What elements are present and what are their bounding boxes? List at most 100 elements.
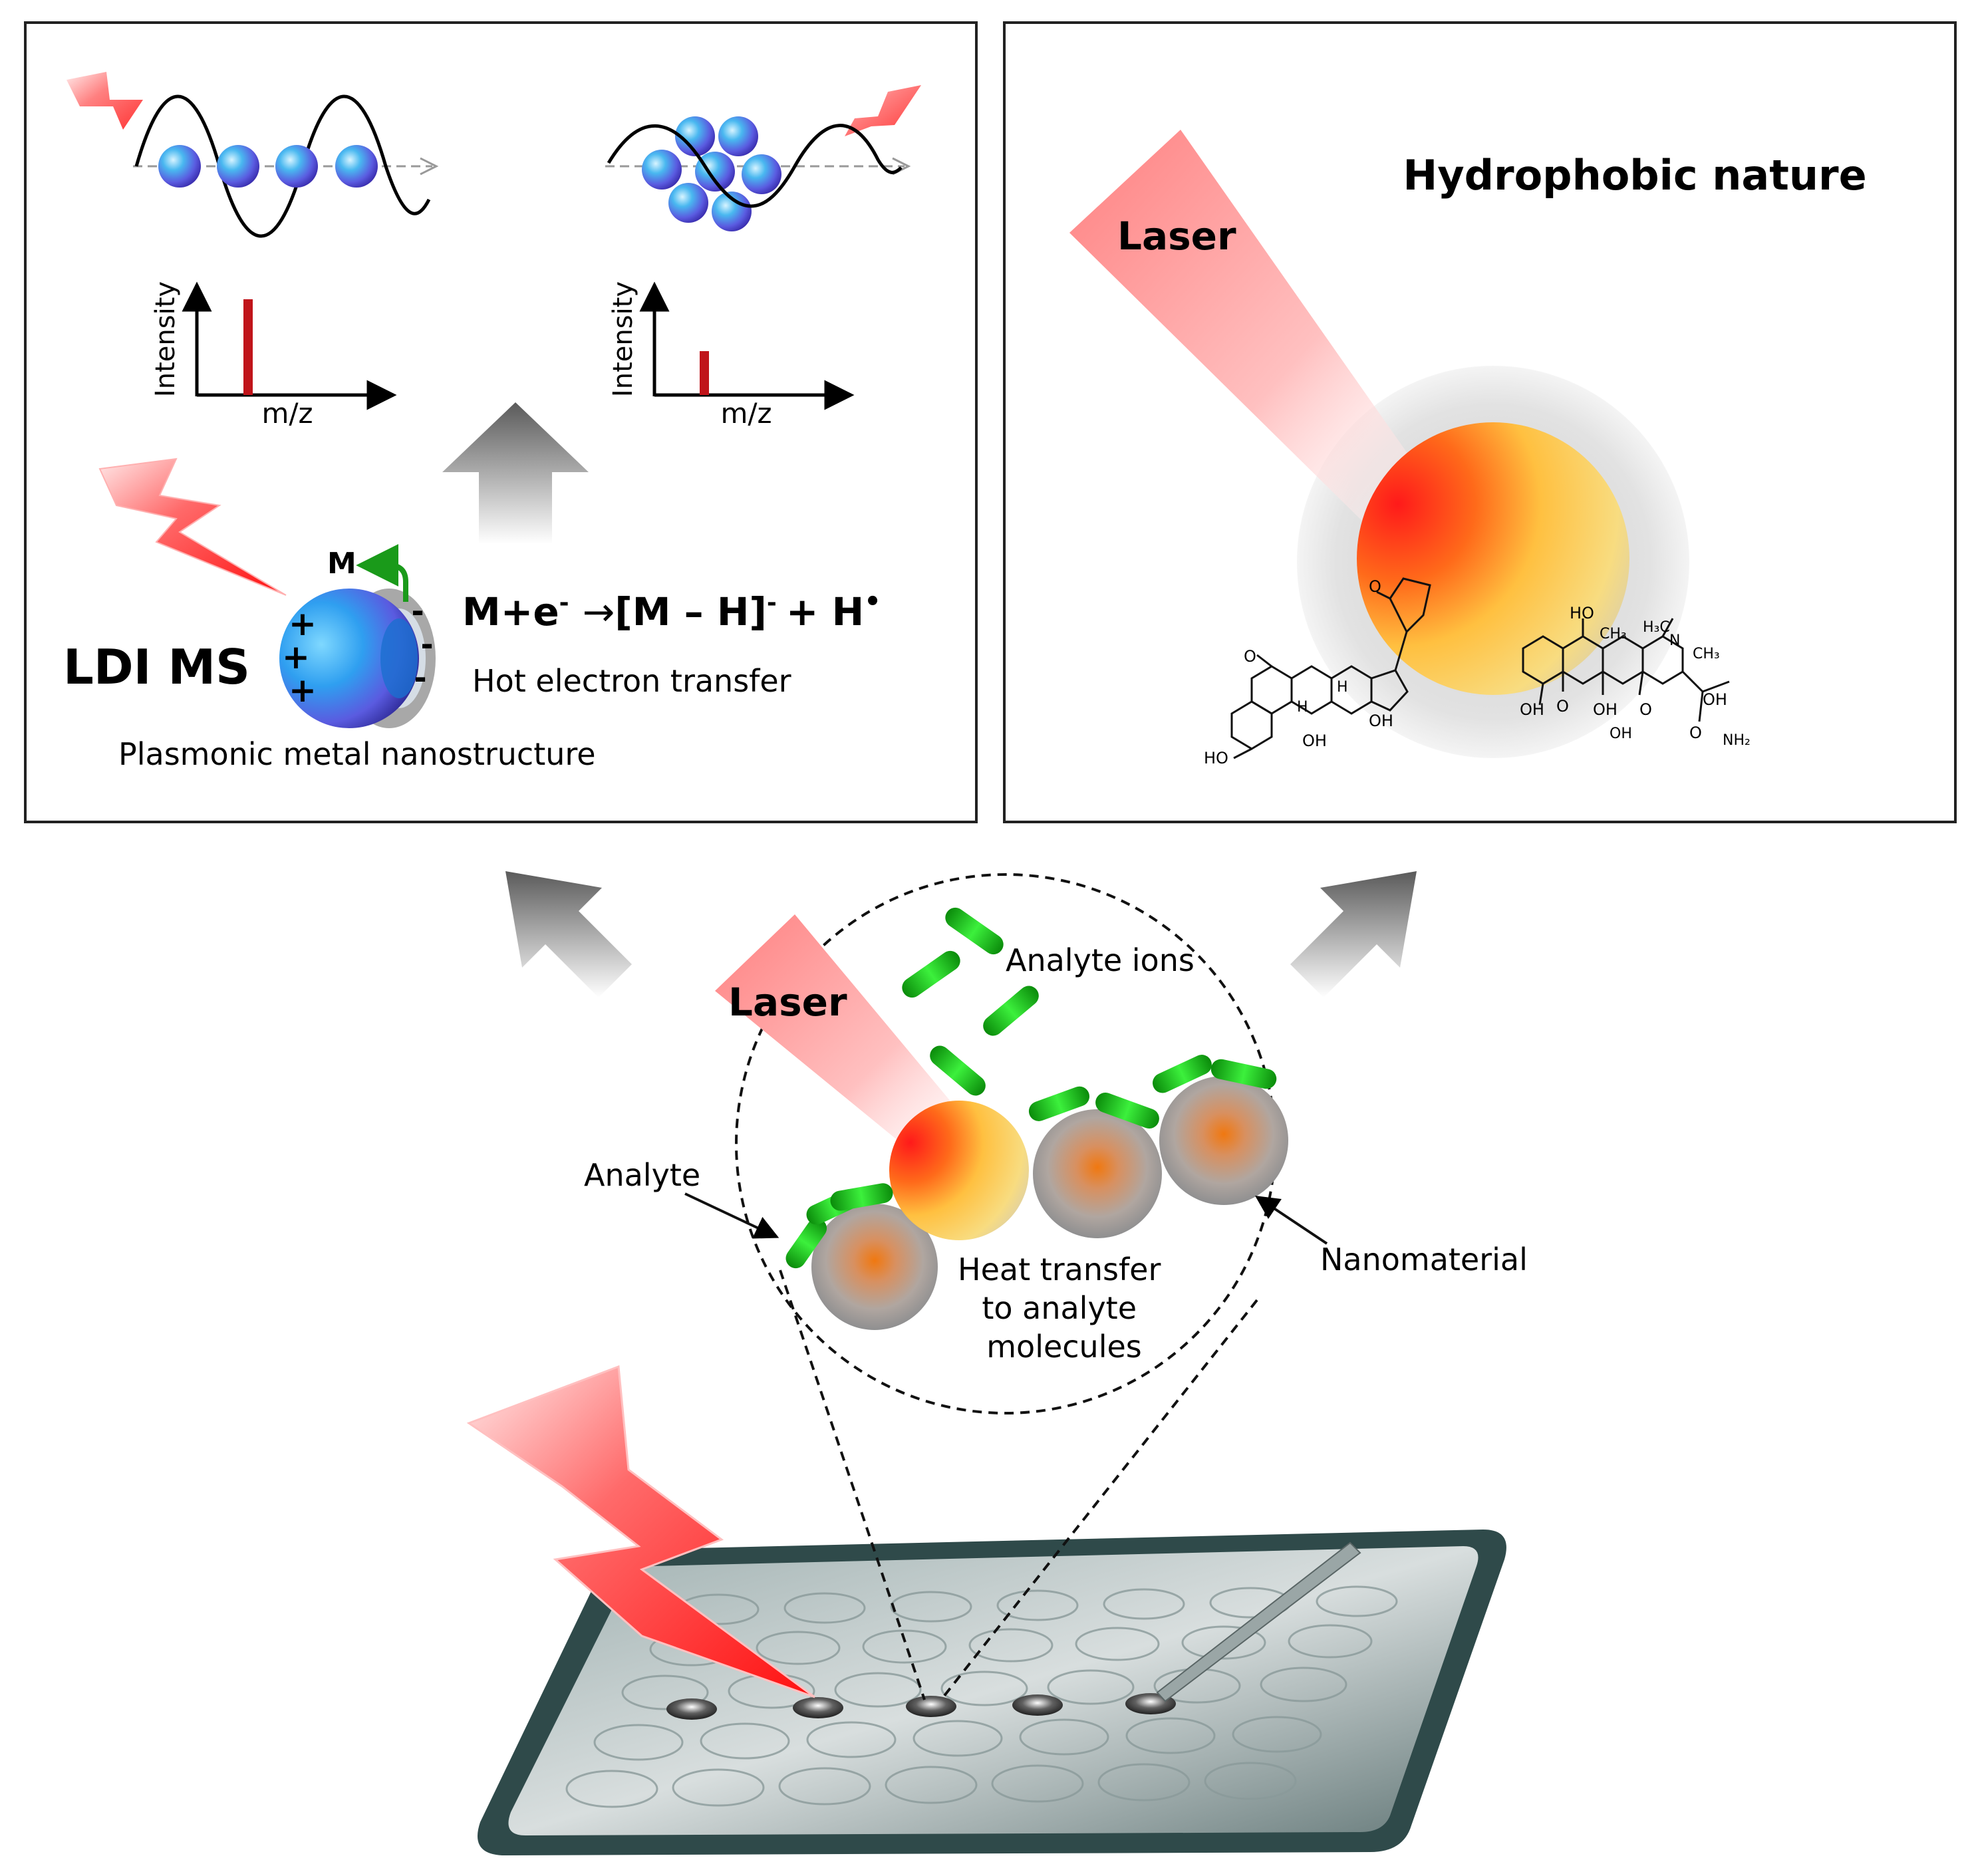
panel-title: Hydrophobic nature <box>1403 151 1866 200</box>
analyte-ion <box>983 986 1039 1036</box>
molecule-steroid <box>1230 577 1431 759</box>
technique-label: LDI MS <box>63 639 250 695</box>
negative-charge: - <box>420 626 433 662</box>
chem-label: OH <box>1593 700 1618 719</box>
chem-label: O <box>1556 697 1569 716</box>
spectrum-right: Intensity m/z <box>608 281 855 430</box>
heated-nanoparticle <box>1357 422 1629 695</box>
laser-label: Laser <box>1117 213 1236 259</box>
chem-label: HO <box>1570 604 1594 622</box>
analyte-ions-label: Analyte ions <box>1006 942 1195 978</box>
laser-beam <box>1069 130 1430 532</box>
nanoparticle <box>712 192 752 231</box>
bottom-scene: Analyte ions Laser Analyte Nanomaterial … <box>466 873 1528 1855</box>
analyte-label: Analyte <box>584 1157 700 1193</box>
left-panel: Intensity m/z Intensity m/z + + + - - - <box>24 21 978 823</box>
up-right-arrow-icon <box>1290 871 1417 998</box>
analyte-molecule <box>1210 1059 1277 1089</box>
positive-charge: + <box>289 604 317 643</box>
lightning-bolt-icon <box>466 1365 815 1698</box>
nanoparticle <box>275 145 318 188</box>
nanomaterial-particle <box>1033 1109 1162 1238</box>
nanoparticle <box>217 145 259 188</box>
analyte-molecule <box>830 1183 893 1211</box>
pipette-tip <box>1156 1541 1361 1702</box>
chem-label: CH₃ <box>1693 646 1720 662</box>
analyte-ion <box>902 950 960 998</box>
chem-label: OH <box>1302 732 1327 750</box>
nanoparticle <box>335 145 378 188</box>
chem-label: H <box>1337 679 1348 696</box>
nanomaterial-label: Nanomaterial <box>1320 1242 1528 1277</box>
desorption-arrow <box>356 544 408 602</box>
reaction-equation: M+e-→[M – H]-+ H• <box>462 587 881 634</box>
chem-label: OH <box>1610 726 1632 742</box>
analyte-molecule <box>1152 1055 1212 1093</box>
nanoparticle <box>695 152 735 192</box>
y-axis-label: Intensity <box>150 281 181 397</box>
positive-charge: + <box>282 638 310 676</box>
metal-label: M <box>327 547 356 581</box>
sample-spot <box>666 1698 717 1720</box>
chem-label: O <box>1244 647 1256 666</box>
maldi-target-plate <box>477 1530 1506 1855</box>
nanomaterial-pointer <box>1255 1196 1328 1245</box>
positive-charge: + <box>289 671 317 710</box>
lightning-bolt-icon <box>98 458 287 596</box>
chem-label: N <box>1669 632 1680 649</box>
sample-spot <box>906 1696 956 1717</box>
nanoparticle <box>668 183 708 223</box>
negative-charge: - <box>414 660 426 696</box>
sample-spot <box>793 1697 843 1718</box>
em-wave <box>607 124 903 208</box>
nanoparticle <box>742 154 781 194</box>
x-axis-label: m/z <box>720 397 772 430</box>
lightning-bolt-icon <box>845 85 921 136</box>
spectrum-peak <box>243 299 253 395</box>
spectrum-left: Intensity m/z <box>150 281 397 430</box>
up-arrow-icon <box>442 402 589 544</box>
analyte-ion <box>945 907 1004 955</box>
y-axis-label: Intensity <box>608 281 638 397</box>
chem-label: HO <box>1204 749 1228 767</box>
plasmonic-nanoparticle: + + + - - - <box>279 589 436 728</box>
heated-nanoparticle <box>889 1101 1029 1240</box>
nanoparticle <box>158 145 201 188</box>
nanomaterial-particle <box>1159 1076 1288 1205</box>
analyte-molecule <box>785 1218 827 1269</box>
up-left-arrow-icon <box>505 871 632 998</box>
sample-spot <box>1012 1694 1063 1716</box>
nanoparticle <box>675 116 715 156</box>
chem-label: OH <box>1520 700 1544 719</box>
spectrum-peak <box>700 351 709 395</box>
chem-label: NH₂ <box>1723 732 1751 749</box>
nanoparticle <box>642 150 682 190</box>
zoom-guide-line <box>940 1299 1258 1701</box>
panel-caption: Plasmonic metal nanostructure <box>118 736 596 772</box>
chem-label: OH <box>1703 690 1727 709</box>
chem-label: O <box>1639 700 1652 719</box>
nanomaterial-particle <box>811 1204 938 1330</box>
chem-label: H₃C <box>1643 619 1670 636</box>
chem-label: CH₃ <box>1600 626 1627 642</box>
chem-label: O <box>1369 577 1381 596</box>
negative-charge: - <box>411 593 424 629</box>
nanoparticle <box>718 116 758 156</box>
chem-label: H <box>1297 699 1308 716</box>
laser-beam <box>715 914 978 1170</box>
lightning-bolt-icon <box>67 72 143 130</box>
zoom-guide-line <box>779 1270 926 1700</box>
chem-label: O <box>1689 724 1702 742</box>
em-wave <box>134 94 431 238</box>
analyte-molecule <box>1028 1086 1090 1121</box>
right-panel: Hydrophobic nature Laser O O HO OH OH H … <box>1003 21 1957 823</box>
molecule-tetracycline <box>1522 618 1730 722</box>
analyte-molecule <box>1095 1093 1159 1129</box>
heat-transfer-label: Heat transfer to analyte molecules <box>958 1252 1171 1365</box>
wave-dispersed-particles <box>133 94 439 238</box>
analyte-pointer <box>684 1192 779 1239</box>
x-axis-label: m/z <box>261 397 313 430</box>
analyte-ion <box>930 1045 986 1096</box>
laser-label: Laser <box>728 980 847 1025</box>
